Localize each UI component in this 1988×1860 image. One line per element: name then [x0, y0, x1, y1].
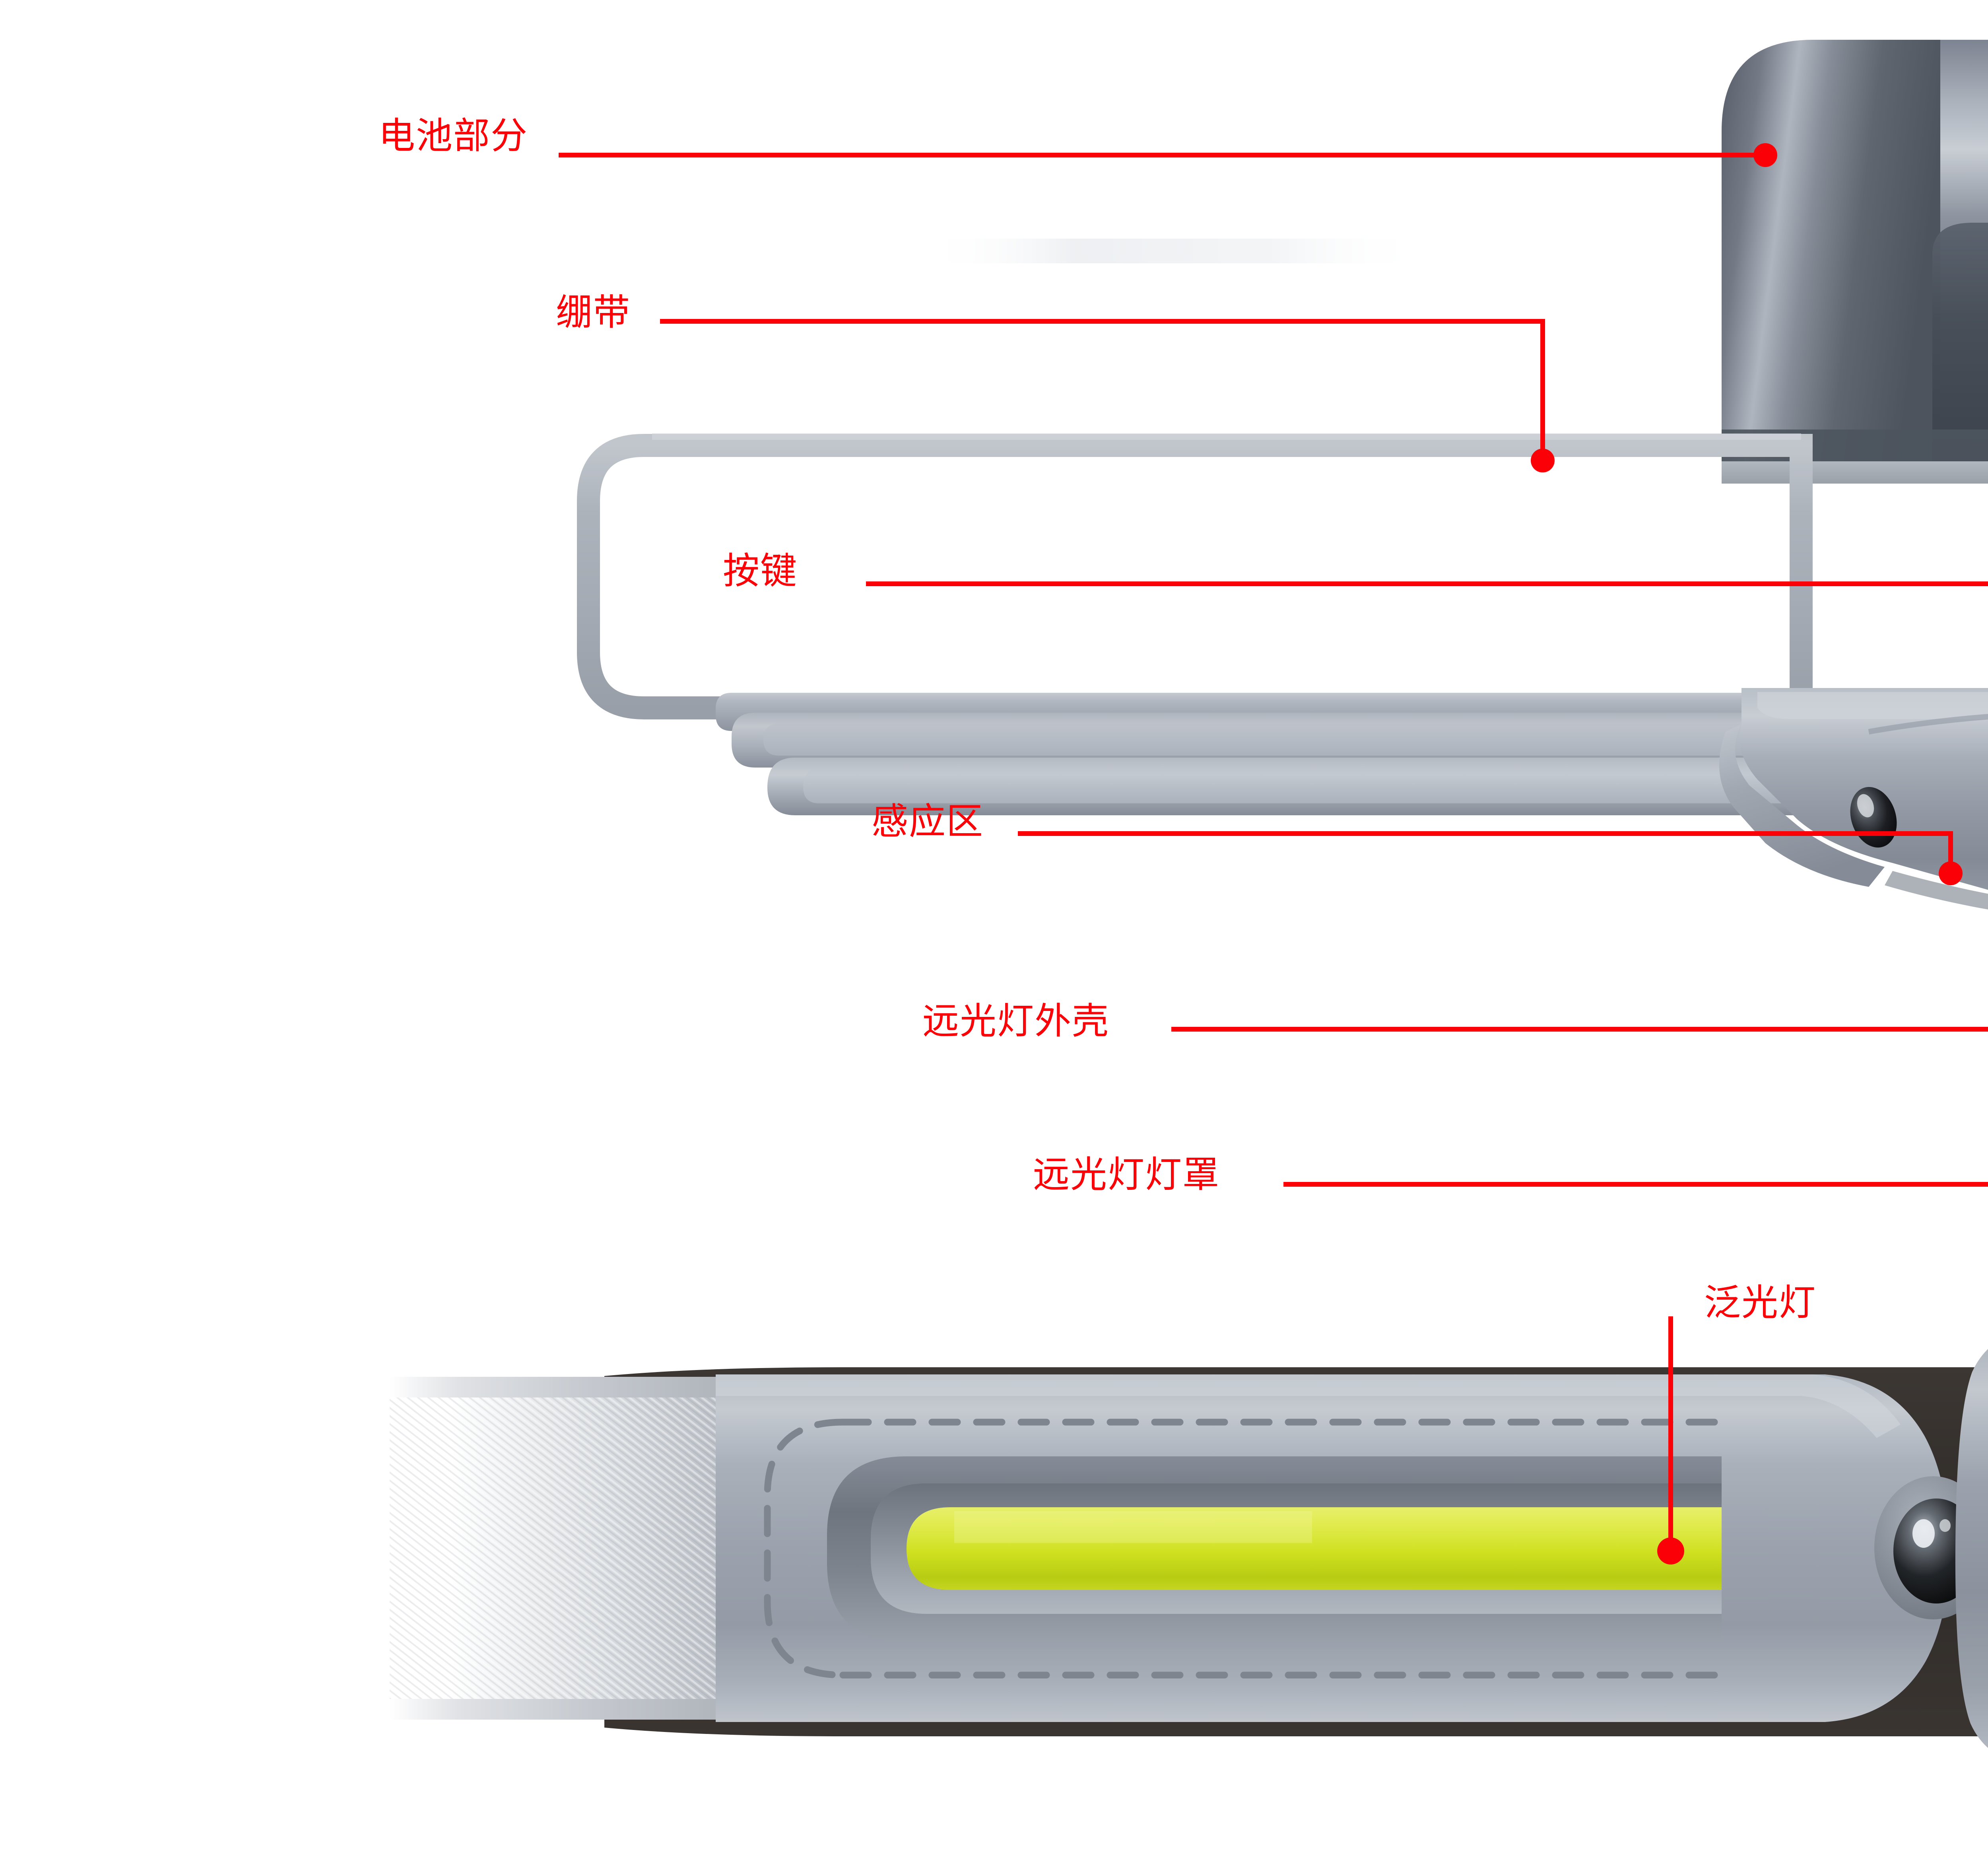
battery-base-plate — [1722, 457, 1988, 484]
body-side-crease — [1868, 714, 1988, 735]
bottom-body-top-sheen — [716, 1374, 1901, 1438]
leader-battery — [559, 143, 1777, 167]
callout-leader-lines — [559, 143, 1988, 1565]
body-side-layers — [716, 693, 1893, 815]
callout-label-strap: 绷带 — [556, 292, 631, 333]
strap-fabric-edge-bottom — [390, 1699, 732, 1720]
callout-label-flood: 泛光灯 — [1704, 1283, 1817, 1323]
callout-label-sensor: 感应区 — [872, 801, 984, 842]
strap-fabric-weave — [390, 1395, 732, 1701]
body-bar-lower-inner — [803, 770, 1885, 803]
battery-inner-shadow — [1932, 223, 1988, 461]
side-view-group — [577, 40, 1988, 910]
cob-flood-strip — [907, 1507, 1722, 1590]
reflection-band — [926, 239, 1423, 263]
stitch-line-left-cap — [764, 1419, 846, 1679]
motion-sensor-highlight — [1857, 794, 1874, 818]
sensor-lens-highlight-small — [1939, 1519, 1951, 1532]
high-beam-head — [1955, 1349, 1988, 1748]
callout-label-housing: 远光灯外壳 — [922, 1001, 1110, 1042]
bottom-view-group — [390, 1349, 1988, 1748]
leader-strap — [660, 319, 1555, 472]
strap-loop-outline — [577, 434, 1813, 719]
body-side-main — [1719, 688, 1988, 910]
body-bar-mid-inner — [763, 724, 1869, 756]
leader-sensor — [1018, 831, 1963, 885]
body-side-nose — [1719, 724, 1885, 887]
body-side-top-highlight — [1757, 692, 1988, 719]
callout-label-button: 按键 — [723, 551, 798, 591]
body-side-bottom-shade — [1885, 871, 1988, 910]
sensor-lens-highlight-main — [1912, 1519, 1935, 1548]
battery-shell-left-curve — [1722, 40, 1940, 461]
head-strap-loop — [577, 433, 1813, 719]
callout-label-lens: 远光灯灯罩 — [1033, 1154, 1220, 1195]
leader-housing — [1171, 1027, 1988, 1032]
leader-lens — [1283, 1182, 1988, 1187]
strap-fabric-edge-top — [390, 1377, 732, 1397]
woven-fabric-strap — [390, 1377, 732, 1720]
leader-flood — [1657, 1316, 1684, 1565]
cob-flood-highlight — [954, 1511, 1312, 1543]
leader-button — [866, 581, 1988, 586]
battery-pack — [1722, 40, 1988, 484]
callout-label-battery: 电池部分 — [379, 116, 528, 156]
head-outer-shell — [1955, 1349, 1988, 1748]
